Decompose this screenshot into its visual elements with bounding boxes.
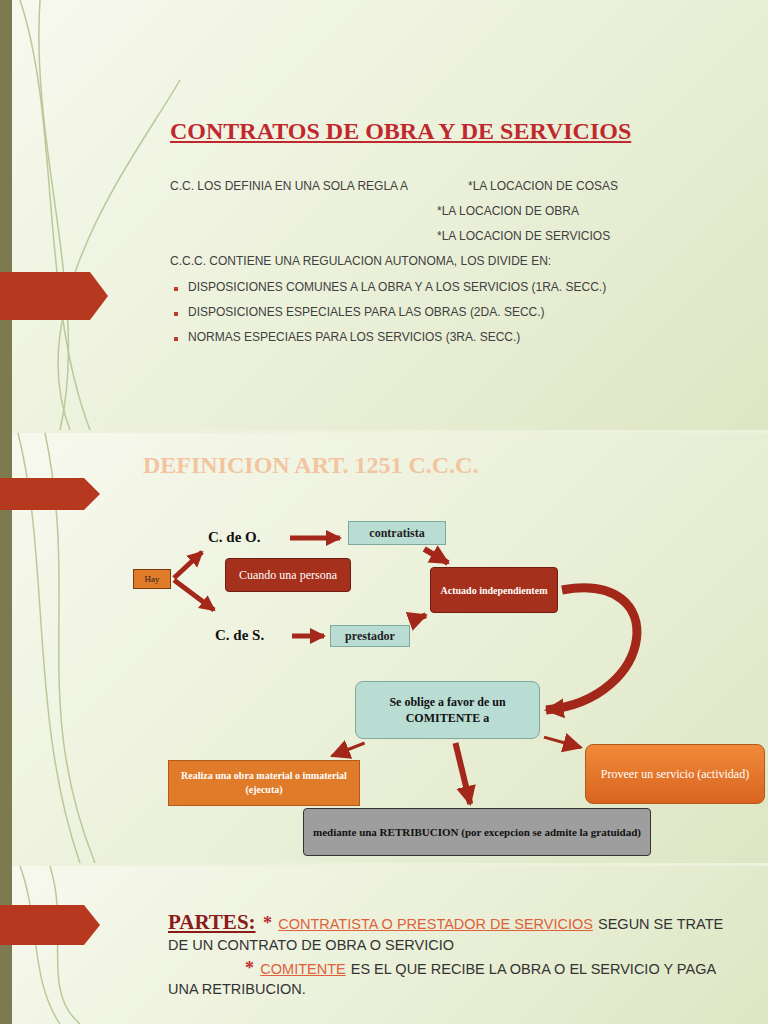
- bullet-mark: [174, 287, 178, 291]
- flow-arrow: [544, 737, 581, 747]
- node-text: prestador: [345, 629, 395, 644]
- node-text: mediante una RETRIBUCION (por excepcion …: [313, 825, 641, 840]
- node-text: Proveer un servicio (actividad): [601, 766, 749, 782]
- body-text: *LA LOCACION DE SERVICIOS: [437, 229, 610, 243]
- left-bar: [0, 0, 12, 1024]
- bullet-mark: [174, 337, 178, 341]
- contract-label: C. de S.: [215, 627, 264, 644]
- payment-box: mediante una RETRIBUCION (por excepcion …: [303, 808, 651, 856]
- party-box: prestador: [330, 625, 410, 647]
- outcome-box: Proveer un servicio (actividad): [585, 744, 765, 804]
- body-text: *LA LOCACION DE OBRA: [437, 204, 579, 218]
- star-mark: *: [245, 958, 254, 978]
- parts-paragraph: *COMITENTEES EL QUE RECIBE LA OBRA O EL …: [168, 958, 743, 999]
- flow-arrow: [546, 588, 637, 710]
- flow-arrow: [424, 549, 448, 563]
- party-name: CONTRATISTA O PRESTADOR DE SERVICIOS: [278, 916, 593, 932]
- node-text: contratista: [369, 526, 424, 541]
- condition-box: Actuado independientem: [430, 567, 558, 613]
- flow-arrow: [410, 615, 426, 621]
- party-name: COMITENTE: [260, 961, 345, 977]
- body-text: C.C. LOS DEFINIA EN UNA SOLA REGLA A: [170, 179, 408, 193]
- body-text: *LA LOCACION DE COSAS: [468, 179, 618, 193]
- bullet-text: DISPOSICIONES COMUNES A LA OBRA Y A LOS …: [188, 280, 606, 294]
- bullet-text: DISPOSICIONES ESPECIALES PARA LAS OBRAS …: [188, 305, 545, 319]
- flow-arrow: [332, 743, 365, 756]
- bullet-text: NORMAS ESPECIAES PARA LOS SERVICIOS (3RA…: [188, 330, 520, 344]
- node-text: Realiza una obra material o inmaterial (…: [175, 769, 353, 797]
- node-text: Cuando una persona: [239, 568, 337, 582]
- slide-title: CONTRATOS DE OBRA Y DE SERVICIOS: [170, 118, 631, 145]
- obligation-box: Se oblige a favor de un COMITENTE a: [355, 681, 540, 739]
- star-mark: *: [263, 913, 272, 933]
- contract-label: C. de O.: [208, 529, 261, 546]
- hay-box: Hay: [133, 569, 171, 589]
- flow-arrow: [455, 743, 470, 804]
- node-text: Actuado independientem: [441, 584, 548, 597]
- slide-ground: [0, 0, 768, 430]
- parts-paragraph: PARTES: * CONTRATISTA O PRESTADOR DE SERVI…: [168, 910, 743, 955]
- slide-heading: DEFINICION ART. 1251 C.C.C.: [143, 452, 478, 479]
- node-text: Hay: [145, 574, 160, 584]
- party-box: contratista: [348, 521, 446, 545]
- parts-heading: PARTES:: [168, 910, 256, 934]
- outcome-box: Realiza una obra material o inmaterial (…: [168, 760, 360, 806]
- body-text: C.C.C. CONTIENE UNA REGULACION AUTONOMA,…: [170, 254, 551, 268]
- node-text: Se oblige a favor de un COMITENTE a: [362, 694, 533, 726]
- decor-curves: [18, 0, 180, 1024]
- condition-box: Cuando una persona: [225, 558, 351, 592]
- bullet-mark: [174, 312, 178, 316]
- red-tab: [0, 272, 108, 945]
